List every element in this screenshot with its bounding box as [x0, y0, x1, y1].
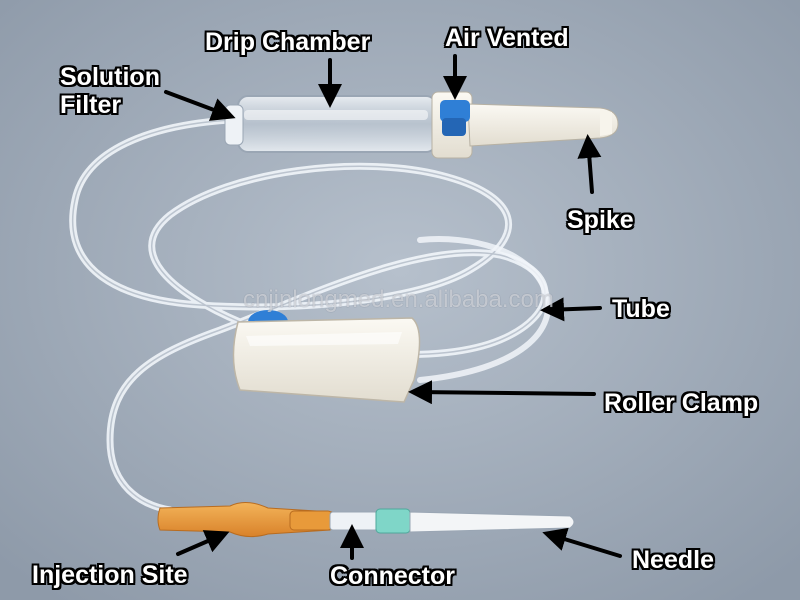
arrow-solution-filter [164, 90, 236, 121]
drip-chamber-text: Drip Chamber [205, 28, 371, 56]
label-tube: Tube [612, 295, 670, 323]
solution-filter-text-line1: Solution [60, 63, 160, 91]
solution-filter-text-line2: Filter [60, 91, 122, 119]
roller-clamp-text: Roller Clamp [604, 389, 759, 417]
air-vent-cap [440, 100, 470, 136]
label-solution-filter: Solution Filter [60, 63, 160, 119]
watermark-text: cnjinlongmed.en.alibaba.com [243, 286, 554, 313]
label-air-vented: Air Vented [445, 24, 569, 52]
injection-site-text: Injection Site [32, 561, 188, 589]
injection-site-body [157, 502, 333, 538]
label-needle: Needle [632, 546, 714, 574]
label-injection-site: Injection Site [32, 561, 188, 589]
needle-text: Needle [632, 546, 714, 574]
arrow-spike [577, 134, 602, 194]
connector-text: Connector [330, 562, 455, 590]
arrow-injection-site [176, 530, 230, 556]
label-roller-clamp: Roller Clamp [604, 389, 758, 417]
pointer-arrows [164, 54, 622, 560]
tube-text: Tube [612, 295, 670, 323]
label-spike: Spike [567, 206, 634, 234]
label-drip-chamber: Drip Chamber [205, 28, 370, 56]
spike-text: Spike [567, 206, 634, 234]
label-connector: Connector [330, 562, 455, 590]
arrow-roller-clamp [408, 380, 596, 405]
arrow-needle [542, 527, 622, 558]
roller-clamp-body [232, 310, 421, 403]
air-vented-text: Air Vented [445, 24, 569, 52]
arrow-tube [540, 297, 602, 322]
drip-chamber [224, 95, 437, 153]
